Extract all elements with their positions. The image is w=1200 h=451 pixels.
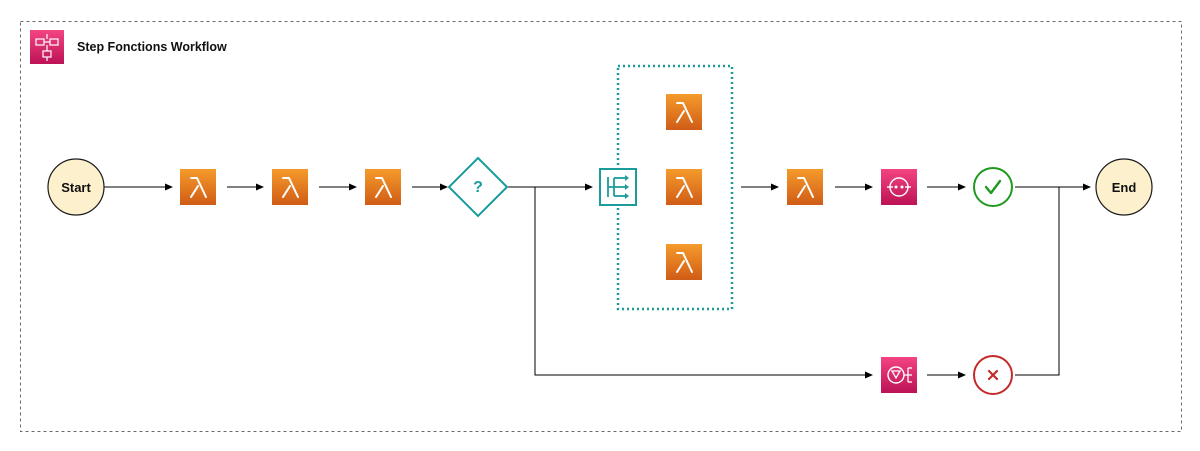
check-icon <box>984 179 1002 195</box>
sns-icon[interactable] <box>880 356 918 394</box>
failure-node[interactable] <box>973 355 1013 395</box>
lambda-icon[interactable] <box>364 168 402 206</box>
choice-label: ? <box>473 179 483 196</box>
start-label: Start <box>61 180 91 195</box>
lambda-icon[interactable] <box>665 93 703 131</box>
end-node[interactable]: End <box>1095 158 1153 216</box>
parallel-state-icon[interactable] <box>599 168 637 206</box>
end-label: End <box>1112 180 1137 195</box>
start-node[interactable]: Start <box>47 158 105 216</box>
lambda-icon[interactable] <box>786 168 824 206</box>
lambda-icon[interactable] <box>179 168 217 206</box>
lambda-icon[interactable] <box>665 168 703 206</box>
workflow-group-border <box>20 21 1182 432</box>
x-icon <box>987 369 999 381</box>
edge-failure-end <box>1015 187 1060 376</box>
step-functions-icon <box>30 30 64 64</box>
sns-icon[interactable] <box>880 168 918 206</box>
edge-choice-failure-branch <box>534 187 873 379</box>
lambda-icon[interactable] <box>271 168 309 206</box>
edges <box>104 183 1091 379</box>
success-node[interactable] <box>973 167 1013 207</box>
workflow-title: Step Fonctions Workflow <box>77 40 227 54</box>
parallel-branches-container <box>616 64 734 311</box>
choice-node[interactable]: ? <box>447 156 509 218</box>
lambda-icon[interactable] <box>665 243 703 281</box>
